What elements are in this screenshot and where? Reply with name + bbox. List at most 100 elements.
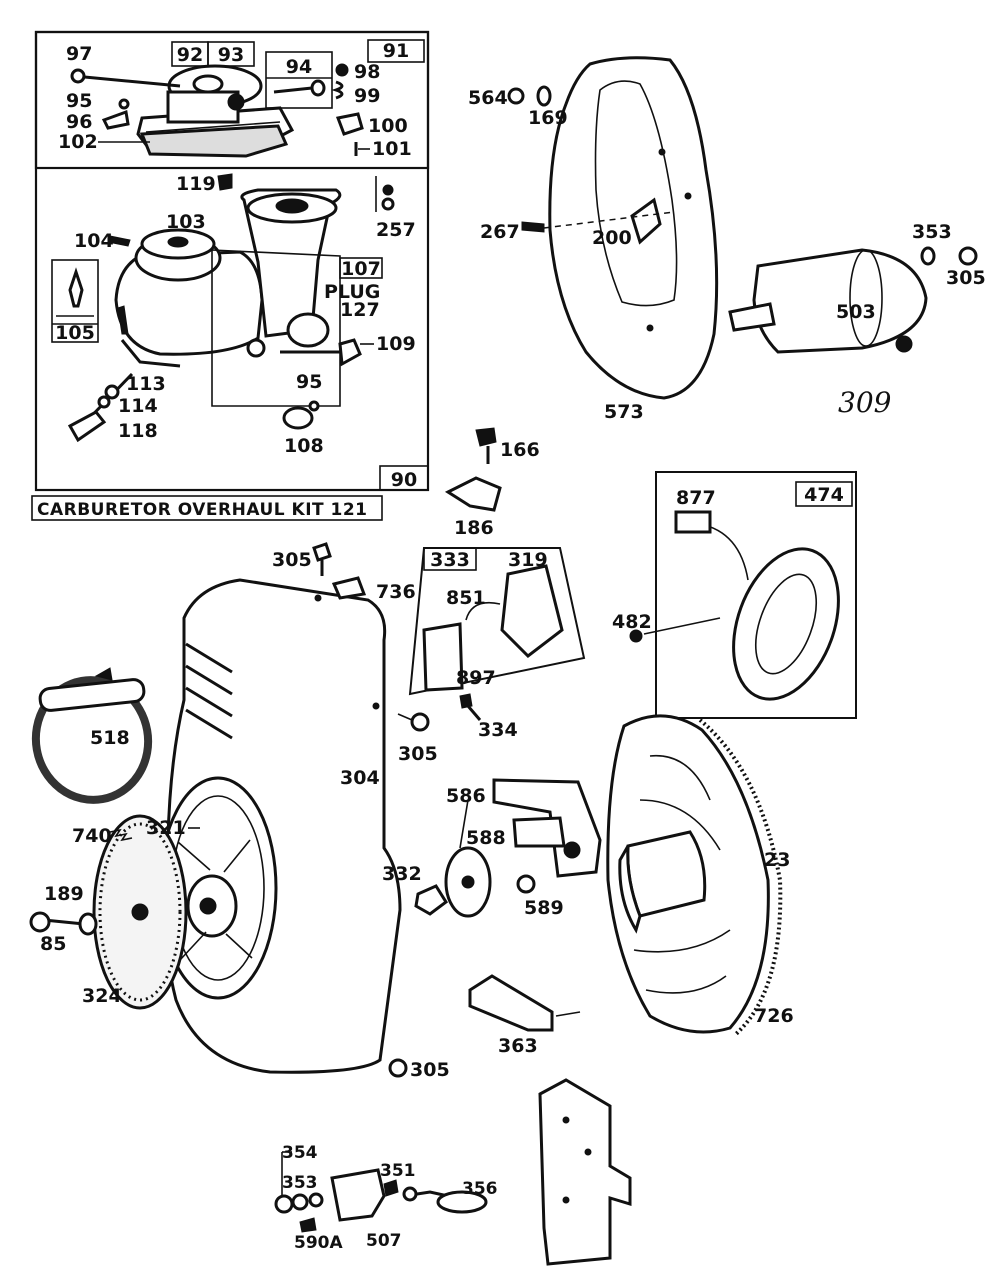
callout-305-side: 305 [398, 743, 438, 765]
screw-189 [43, 918, 85, 926]
carburetor-bowl [114, 228, 264, 368]
screw-482 [629, 629, 643, 643]
callout-332: 332 [382, 863, 422, 885]
brake-parts-group: 586 332 588 589 363 [382, 778, 602, 1057]
part-107: 107 PLUG [324, 257, 383, 303]
alternator-stator [732, 547, 840, 701]
screw-267 [521, 221, 545, 233]
part-105: 105 [51, 259, 99, 344]
bracket-363 [468, 974, 554, 1032]
callout-353-bottom: 353 [282, 1173, 318, 1193]
part-108 [282, 406, 314, 430]
handle-518 [38, 678, 146, 712]
callout-102: 102 [58, 131, 98, 153]
callout-169: 169 [528, 107, 568, 129]
screw-104 [107, 235, 131, 247]
callout-334: 334 [478, 719, 518, 741]
callout-85: 85 [40, 933, 66, 955]
part-119 [217, 173, 233, 191]
callout-114: 114 [118, 395, 158, 417]
callout-23: 23 [764, 849, 790, 871]
washer-169 [536, 85, 552, 107]
part-319 [500, 564, 564, 658]
callout-897: 897 [456, 667, 496, 689]
callout-321: 321 [146, 817, 186, 839]
callout-588: 588 [466, 827, 506, 849]
carburetor-group: 91 92 93 94 90 CARBURETOR OVERHAUL KIT 1… [31, 30, 430, 521]
callout-100: 100 [368, 115, 408, 137]
part-94-screw [273, 86, 313, 94]
box-333-label: 333 [430, 549, 470, 571]
bracket-200 [630, 197, 662, 245]
callout-354: 354 [282, 1143, 318, 1163]
parts-257 [375, 176, 395, 212]
rope-handle-group: 518 [31, 667, 153, 804]
box-93-label: 93 [218, 44, 244, 66]
ring-gear-726 [698, 718, 783, 1036]
callout-363: 363 [498, 1035, 538, 1057]
starter-motor-503 [752, 248, 928, 354]
parts-98-99 [331, 63, 349, 100]
flywheel-magnet [626, 830, 707, 918]
carburetor-outline [211, 249, 341, 407]
carburetor-upper-box [34, 30, 430, 170]
callout-127: 127 [340, 299, 380, 321]
nut-305 [958, 246, 978, 266]
callout-319: 319 [508, 549, 548, 571]
callout-586: 586 [446, 785, 486, 807]
bracket-507 [330, 1168, 386, 1222]
flywheel-group: 23 726 [606, 714, 794, 1036]
bolt-305-top [312, 542, 332, 562]
callout-305-top: 305 [272, 549, 312, 571]
plug-label: PLUG [324, 281, 380, 303]
callout-166: 166 [500, 439, 540, 461]
callout-507: 507 [366, 1231, 402, 1251]
part-100 [335, 112, 364, 136]
callout-351: 351 [380, 1161, 416, 1181]
screw-166 [475, 427, 497, 447]
callout-95-lower: 95 [296, 371, 322, 393]
box-105-label: 105 [55, 322, 95, 344]
callout-267: 267 [480, 221, 520, 243]
callout-109: 109 [376, 333, 416, 355]
callout-353: 353 [912, 221, 952, 243]
callout-113: 113 [126, 373, 166, 395]
blower-housing-group: 304 321 740 189 85 324 305 736 305 305 [29, 542, 450, 1081]
alternator-box-474 [655, 471, 857, 719]
box-91 [367, 39, 425, 63]
callout-189: 189 [44, 883, 84, 905]
box-92-label: 92 [177, 44, 203, 66]
callout-96: 96 [66, 111, 92, 133]
handwritten-309: 309 [838, 386, 891, 419]
callout-573: 573 [604, 401, 644, 423]
fuel-fittings-group: 166 186 [444, 427, 540, 539]
box-90-label: 90 [391, 469, 417, 491]
callout-200: 200 [592, 227, 632, 249]
shield-plate [538, 1078, 632, 1266]
nut-85 [29, 911, 51, 933]
part-96 [101, 109, 130, 130]
callout-95: 95 [66, 90, 92, 112]
callout-736: 736 [376, 581, 416, 603]
elbow-186 [444, 476, 502, 512]
rope-518 [31, 676, 153, 804]
callout-119: 119 [176, 173, 216, 195]
callout-108: 108 [284, 435, 324, 457]
gasket-102 [139, 124, 289, 158]
callout-304: 304 [340, 767, 380, 789]
callout-482: 482 [612, 611, 652, 633]
box-107-label: 107 [341, 258, 381, 280]
callout-257: 257 [376, 219, 416, 241]
box-94-label: 94 [286, 56, 312, 78]
screw-334 [459, 693, 473, 709]
blower-baffle-group: 564 169 267 200 573 [468, 56, 719, 423]
armature-box-333 [408, 547, 586, 696]
callout-305-bottom: 305 [410, 1059, 450, 1081]
box-94 [265, 51, 333, 109]
callout-98: 98 [354, 61, 380, 83]
baffle-573 [548, 56, 719, 400]
callout-590a: 590A [294, 1233, 343, 1253]
spring-740 [109, 828, 133, 842]
screw-589 [516, 874, 536, 894]
